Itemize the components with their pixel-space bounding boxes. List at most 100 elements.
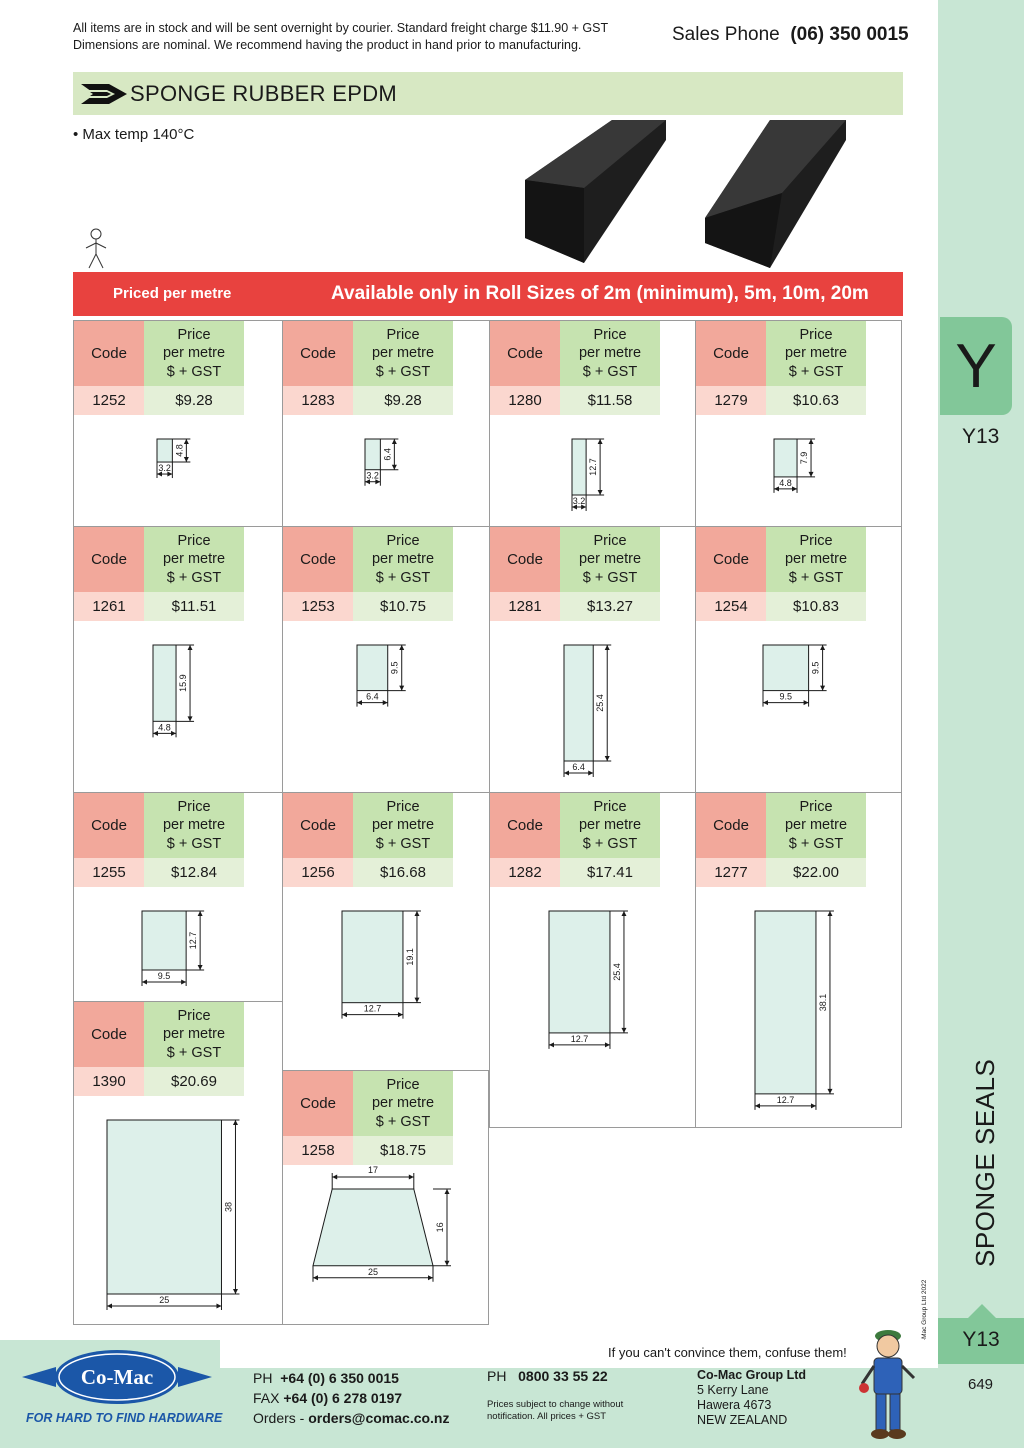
product-code: 1258 [283, 1136, 353, 1165]
logo-text: Co-Mac [81, 1365, 153, 1389]
freight-note: All items are in stock and will be sent … [73, 21, 609, 35]
product-code: 1256 [283, 858, 353, 887]
dimension-height: 15.9 [178, 674, 188, 692]
page-title: SPONGE RUBBER EPDM [130, 81, 398, 106]
comac-logo[interactable]: Co-Mac [22, 1348, 212, 1406]
banner-roll-sizes: Available only in Roll Sizes of 2m (mini… [331, 283, 869, 304]
dimension-width: 6.4 [366, 692, 379, 702]
dimension-height: 25.4 [595, 694, 605, 712]
ph-label: PH [253, 1370, 273, 1386]
product-price: $11.58 [560, 386, 660, 415]
profile-shape [548, 910, 611, 1034]
product-price: $10.75 [353, 592, 453, 621]
profile-shape [762, 644, 810, 692]
dimension-height: 4.8 [174, 444, 184, 457]
header-note: All items are in stock and will be sent … [73, 20, 633, 54]
code-header: Code [283, 1071, 353, 1136]
tab-bump [968, 1304, 996, 1318]
product-price: $22.00 [766, 858, 866, 887]
dimension-height: 38.1 [818, 994, 828, 1012]
logo-tagline: FOR HARD TO FIND HARDWARE [26, 1411, 223, 1425]
dimension-width: 3.2 [573, 496, 586, 506]
profile-shape [563, 644, 594, 762]
code-header: Code [74, 793, 144, 858]
profile-diagram: 3.2 12.7 [571, 438, 605, 511]
ph-number[interactable]: +64 (0) 6 350 0015 [280, 1370, 399, 1386]
profile-shape [341, 910, 404, 1004]
code-header: Code [283, 793, 353, 858]
orders-email[interactable]: orders@comac.co.nz [308, 1410, 450, 1426]
sales-phone: Sales Phone (06) 350 0015 [672, 24, 909, 46]
profile-shape [152, 644, 177, 722]
profile-diagram: 3.26.4 [364, 438, 399, 486]
product-price: $20.69 [144, 1067, 244, 1096]
product-code: 1255 [74, 858, 144, 887]
category-label: SPONGE SEALS [958, 1059, 1018, 1275]
product-code: 1254 [696, 592, 766, 621]
address-line-3: NEW ZEALAND [697, 1413, 788, 1427]
profile-diagram: 12.725.4 [548, 910, 628, 1049]
dimension-height: 16 [435, 1222, 445, 1232]
section-tab[interactable]: Y [940, 317, 1012, 415]
product-price: $12.84 [144, 858, 244, 887]
profile-diagram: 6.49.5 [356, 644, 406, 707]
ph2-number[interactable]: 0800 33 55 22 [518, 1368, 608, 1384]
profile-diagram: 6.425.4 [563, 644, 612, 777]
section-code: Y13 [962, 425, 1000, 448]
product-code: 1280 [490, 386, 560, 415]
product-price: $9.28 [144, 386, 244, 415]
product-price: $16.68 [353, 858, 453, 887]
code-header: Code [74, 321, 144, 386]
code-header: Code [283, 321, 353, 386]
bottom-tab[interactable]: Y13 [938, 1318, 1024, 1364]
profile-diagram: 4.8 15.9 [152, 644, 195, 738]
fax-number: +64 (0) 6 278 0197 [283, 1390, 403, 1406]
product-price: $17.41 [560, 858, 660, 887]
dimension-width: 25 [368, 1267, 378, 1277]
dimension-width: 4.8 [779, 478, 792, 488]
dimension-width: 12.7 [364, 1004, 382, 1014]
profile-diagram: 12.7 38.1 [754, 910, 834, 1110]
code-header: Code [74, 1002, 144, 1067]
product-code: 1277 [696, 858, 766, 887]
product-code: 1252 [74, 386, 144, 415]
dimension-width: 12.7 [777, 1095, 795, 1105]
dimension-height: 9.5 [811, 662, 821, 675]
dimension-height: 12.7 [188, 932, 198, 950]
address-line-2: Hawera 4673 [697, 1398, 772, 1412]
product-code: 1281 [490, 592, 560, 621]
dimension-width: 4.8 [158, 722, 171, 732]
product-code: 1390 [74, 1067, 144, 1096]
code-header: Code [283, 527, 353, 592]
bottom-tab-code: Y13 [962, 1328, 1000, 1351]
page-number: 649 [968, 1376, 994, 1393]
mascot-small-icon [85, 228, 107, 269]
profile-shape [356, 644, 389, 692]
address-block: Co-Mac Group Ltd 5 Kerry Lane Hawera 467… [697, 1368, 806, 1428]
sales-phone-number: (06) 350 0015 [790, 24, 909, 45]
section-letter: Y [955, 332, 997, 401]
dimension-height: 12.7 [588, 458, 598, 476]
dimension-top: 17 [368, 1165, 378, 1175]
code-header: Code [490, 527, 560, 592]
footer-top-strip [220, 1340, 938, 1368]
dimension-width: 3.2 [366, 471, 379, 481]
freephone: PH 0800 33 55 22 [487, 1368, 608, 1384]
price-note: Prices subject to change without notific… [487, 1399, 624, 1422]
